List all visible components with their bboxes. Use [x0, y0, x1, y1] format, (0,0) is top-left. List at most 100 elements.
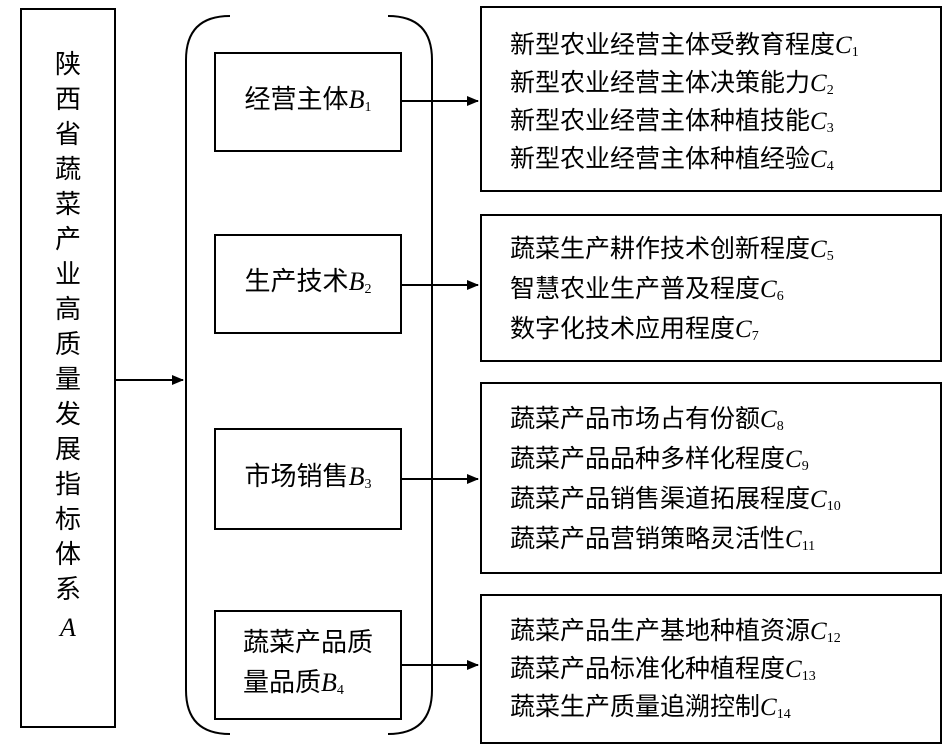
root-symbol: A — [60, 613, 76, 642]
indicator-symbol: C — [810, 618, 827, 645]
root-char: 指 — [54, 470, 81, 500]
indicator-text: 蔬菜产品品种多样化程度 — [510, 444, 786, 473]
root-char: 质 — [54, 330, 81, 360]
indicator-subscript: 1 — [851, 45, 859, 60]
indicator-symbol: C — [810, 70, 827, 97]
category-name: 量品质 — [242, 667, 321, 698]
indicator-symbol: C — [810, 486, 827, 513]
category-subscript: 3 — [364, 476, 372, 492]
root-char: 发 — [54, 400, 81, 430]
category-symbol: B — [321, 667, 337, 697]
indicator-symbol: C — [810, 108, 827, 135]
category-name-line-2: 量品质B4 — [243, 663, 373, 708]
indicator-item: 蔬菜产品营销策略灵活性C11 — [510, 524, 815, 559]
indicator-text: 新型农业经营主体决策能力 — [510, 68, 811, 97]
category-label: 生产技术B2 — [245, 262, 372, 307]
indicator-symbol: C — [735, 316, 752, 343]
category-symbol: B — [348, 84, 365, 114]
indicator-text: 新型农业经营主体受教育程度 — [510, 30, 836, 59]
right-bracket — [387, 15, 433, 735]
indicator-subscript: 12 — [826, 631, 841, 646]
root-char: 系 — [54, 575, 81, 605]
category-name: 经营主体 — [244, 84, 349, 115]
indicator-subscript: 11 — [801, 539, 816, 554]
indicator-text: 蔬菜产品销售渠道拓展程度 — [510, 484, 811, 513]
root-char: 西 — [54, 85, 81, 115]
indicator-subscript: 7 — [751, 329, 759, 344]
indicator-item: 数字化技术应用程度C7 — [510, 314, 759, 349]
root-char: 菜 — [54, 190, 81, 220]
indicator-subscript: 3 — [826, 121, 834, 136]
category-symbol: B — [348, 266, 365, 296]
category-symbol: B — [348, 461, 365, 491]
indicator-subscript: 14 — [776, 707, 791, 722]
root-char: 省 — [54, 120, 81, 150]
indicator-box-b3: 蔬菜产品市场占有份额C8 蔬菜产品品种多样化程度C9 蔬菜产品销售渠道拓展程度C… — [480, 382, 942, 574]
indicator-text: 数字化技术应用程度 — [510, 314, 736, 343]
category-name-line: 蔬菜产品质 — [242, 627, 373, 658]
indicator-item: 蔬菜产品生产基地种植资源C12 — [510, 616, 841, 651]
indicator-subscript: 8 — [776, 419, 784, 434]
indicator-text: 蔬菜生产耕作技术创新程度 — [510, 234, 811, 263]
indicator-item: 蔬菜生产质量追溯控制C14 — [510, 692, 791, 727]
root-char: 量 — [54, 365, 81, 395]
indicator-symbol: C — [785, 526, 802, 553]
indicator-item: 新型农业经营主体受教育程度C1 — [510, 30, 859, 65]
indicator-text: 新型农业经营主体种植经验 — [510, 144, 811, 173]
indicator-symbol: C — [810, 236, 827, 263]
indicator-box-b2: 蔬菜生产耕作技术创新程度C5 智慧农业生产普及程度C6 数字化技术应用程度C7 — [480, 214, 942, 362]
category-subscript: 1 — [364, 99, 372, 115]
indicator-item: 蔬菜生产耕作技术创新程度C5 — [510, 234, 834, 269]
indicator-text: 蔬菜生产质量追溯控制 — [510, 692, 761, 721]
indicator-item: 新型农业经营主体决策能力C2 — [510, 68, 834, 103]
indicator-item: 智慧农业生产普及程度C6 — [510, 274, 784, 309]
root-char: 蔬 — [54, 155, 81, 185]
indicator-box-b4: 蔬菜产品生产基地种植资源C12 蔬菜产品标准化种植程度C13 蔬菜生产质量追溯控… — [480, 594, 942, 744]
indicator-item: 新型农业经营主体种植经验C4 — [510, 144, 834, 179]
indicator-item: 新型农业经营主体种植技能C3 — [510, 106, 834, 141]
category-label: 经营主体B1 — [245, 80, 372, 125]
root-char: 体 — [54, 540, 81, 570]
category-box-b3: 市场销售B3 — [214, 428, 402, 530]
category-name: 市场销售 — [244, 461, 349, 492]
indicator-symbol: C — [785, 656, 802, 683]
category-box-b4: 蔬菜产品质 量品质B4 — [214, 610, 402, 720]
root-index-box: 陕 西 省 蔬 菜 产 业 高 质 量 发 展 指 标 体 系 A — [20, 8, 116, 728]
indicator-subscript: 5 — [826, 249, 834, 264]
indicator-text: 新型农业经营主体种植技能 — [510, 106, 811, 135]
indicator-subscript: 2 — [826, 83, 834, 98]
root-char: 标 — [54, 505, 81, 535]
indicator-subscript: 6 — [776, 289, 784, 304]
root-char: 产 — [54, 225, 81, 255]
indicator-subscript: 9 — [801, 459, 809, 474]
category-name: 生产技术 — [244, 266, 349, 297]
root-char: 展 — [54, 435, 81, 465]
root-char: 高 — [54, 295, 81, 325]
indicator-item: 蔬菜产品品种多样化程度C9 — [510, 444, 809, 479]
category-subscript: 2 — [364, 281, 372, 297]
category-subscript: 4 — [336, 682, 344, 698]
indicator-symbol: C — [785, 446, 802, 473]
indicator-item: 蔬菜产品标准化种植程度C13 — [510, 654, 816, 689]
indicator-symbol: C — [760, 694, 777, 721]
category-label: 市场销售B3 — [245, 457, 372, 502]
indicator-symbol: C — [760, 276, 777, 303]
indicator-symbol: C — [760, 406, 777, 433]
left-bracket — [185, 15, 231, 735]
indicator-symbol: C — [835, 32, 852, 59]
indicator-text: 蔬菜产品标准化种植程度 — [510, 654, 786, 683]
indicator-item: 蔬菜产品销售渠道拓展程度C10 — [510, 484, 841, 519]
category-box-b2: 生产技术B2 — [214, 234, 402, 334]
indicator-text: 智慧农业生产普及程度 — [510, 274, 761, 303]
indicator-item: 蔬菜产品市场占有份额C8 — [510, 404, 784, 439]
indicator-subscript: 10 — [826, 499, 841, 514]
root-char: 陕 — [54, 50, 81, 80]
root-char: 业 — [54, 260, 81, 290]
indicator-text: 蔬菜产品营销策略灵活性 — [510, 524, 786, 553]
indicator-subscript: 13 — [801, 669, 816, 684]
indicator-text: 蔬菜产品市场占有份额 — [510, 404, 761, 433]
category-box-b1: 经营主体B1 — [214, 52, 402, 152]
indicator-subscript: 4 — [826, 159, 834, 174]
category-label: 蔬菜产品质 量品质B4 — [243, 623, 373, 708]
